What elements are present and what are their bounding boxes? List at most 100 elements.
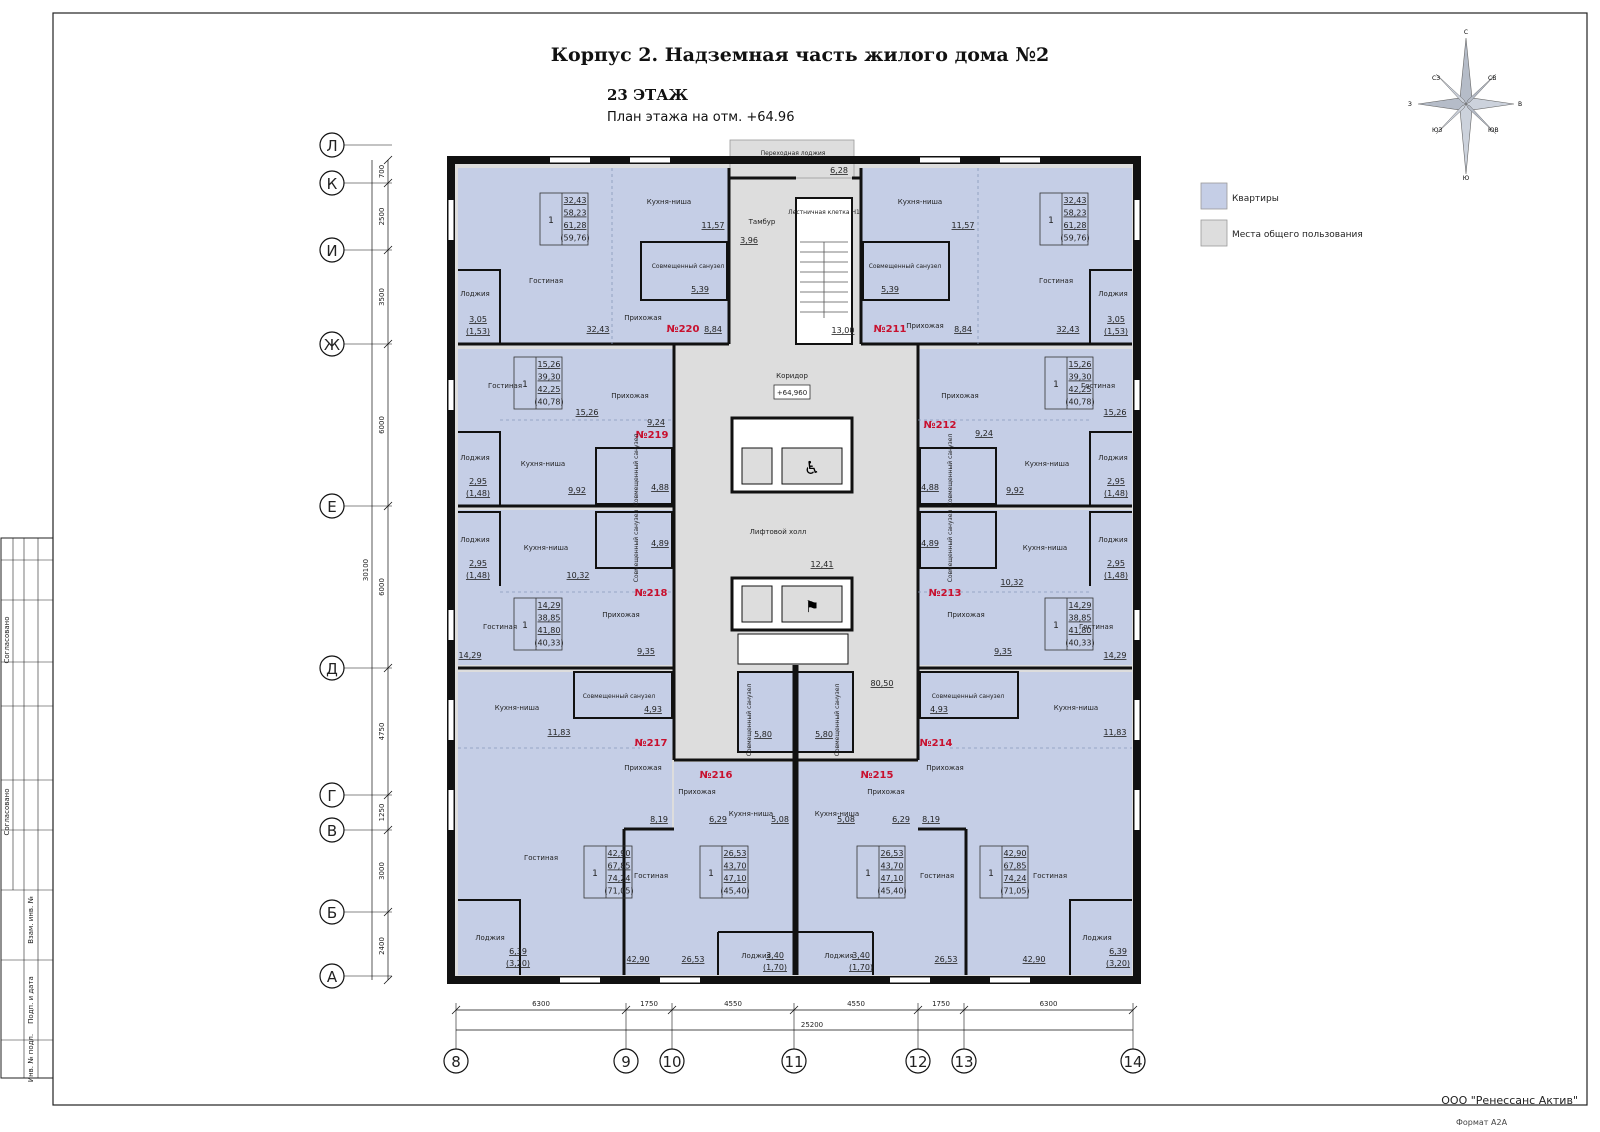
area-value: (40,33) [534, 639, 563, 648]
area-value: (40,78) [534, 398, 563, 407]
compass-ne: СВ [1488, 75, 1496, 82]
lift-hall-area: 12,41 [811, 560, 834, 569]
area-value: 38,85 [1069, 614, 1092, 623]
accessible-lift [781, 447, 843, 485]
bathroom-label: Совмещенный санузел [947, 510, 954, 583]
dimension-value: 700 [378, 165, 386, 178]
loggia-area: 2,95 [469, 477, 487, 486]
dimension-value: 1250 [378, 804, 386, 822]
company-name: ООО "Ренессанс Актив" [1441, 1094, 1578, 1107]
room-labels: №220Гостиная32,43Кухня-ниша11,57Совмещен… [459, 150, 1130, 972]
hall-area: 8,19 [650, 815, 668, 824]
area-table [856, 845, 906, 899]
kitchen-area: 5,08 [837, 815, 855, 824]
room-count: 1 [988, 869, 994, 879]
area-value: 26,53 [724, 849, 747, 858]
area-value: 42,90 [608, 849, 631, 858]
living-room-area: 42,90 [1023, 955, 1046, 964]
kitchen-label: Кухня-ниша [1025, 460, 1069, 468]
area-table [979, 845, 1029, 899]
area-value: 14,29 [538, 601, 561, 610]
bathroom-area: 4,88 [921, 483, 939, 492]
loggia-label: Лоджия [824, 952, 853, 960]
area-table [1044, 597, 1094, 651]
loggia-reduced-area: (1,48) [1104, 571, 1128, 580]
apartment-number: №212 [924, 420, 957, 431]
kitchen-label: Кухня-ниша [1023, 544, 1067, 552]
area-value: 74,24 [608, 874, 631, 883]
area-table [1039, 192, 1089, 246]
apartment-number: №218 [635, 588, 668, 599]
bathroom-label: Совмещенный санузел [932, 693, 1005, 700]
area-value: 39,30 [538, 373, 561, 382]
area-value: (40,78) [1065, 398, 1094, 407]
area-value: 42,25 [1069, 385, 1092, 394]
sheet-format: Формат А2А [1456, 1118, 1508, 1127]
kitchen-area: 9,92 [1006, 486, 1024, 495]
area-table [513, 356, 563, 410]
legend-label-apartment: Квартиры [1232, 194, 1279, 204]
kitchen-label: Кухня-ниша [898, 198, 942, 206]
living-room-label: Гостиная [483, 623, 517, 631]
apartment-number: №215 [861, 770, 894, 781]
dimension-value: 6000 [378, 578, 386, 596]
shaft-block [737, 633, 849, 665]
wheelchair-icon: ♿ [804, 458, 820, 479]
loggia-label: Лоджия [475, 934, 504, 942]
living-room-label: Гостиная [1081, 382, 1115, 390]
kitchen-label: Кухня-ниша [729, 810, 773, 818]
living-room-area: 26,53 [682, 955, 705, 964]
apartment-220-area [458, 168, 729, 344]
corridor-area: 80,50 [871, 679, 894, 688]
bathroom-label: Совмещенный санузел [947, 434, 954, 507]
bathroom-220-wall [640, 241, 728, 301]
hall-area: 8,84 [954, 325, 972, 334]
loggia-label: Лоджия [1082, 934, 1111, 942]
room-count: 1 [1053, 621, 1059, 631]
hall-area: 9,35 [994, 647, 1012, 656]
room-count: 1 [1053, 380, 1059, 390]
kitchen-area: 11,83 [1104, 728, 1127, 737]
bathroom-area: 5,39 [881, 285, 899, 294]
area-value: 32,43 [564, 196, 587, 205]
bathroom-area: 4,89 [921, 539, 939, 548]
area-value: 58,23 [564, 209, 587, 218]
living-room-label: Гостиная [634, 872, 668, 880]
living-room-area: 15,26 [576, 408, 599, 417]
living-room-label: Гостиная [1033, 872, 1067, 880]
area-value: 15,26 [1069, 360, 1092, 369]
area-value: 67,85 [1004, 862, 1027, 871]
corridor-elevation: +64,960 [777, 389, 807, 397]
apartment-219-area [458, 349, 674, 506]
loggia-reduced-area: (1,48) [1104, 489, 1128, 498]
apartment-number: №219 [636, 430, 669, 441]
lift-upper-left [741, 447, 773, 485]
area-value: 14,29 [1069, 601, 1092, 610]
area-value: (59,76) [560, 234, 589, 243]
bathroom-label: Совмещенный санузел [633, 510, 640, 583]
apartment-218-area [458, 510, 674, 665]
dimension-value: 3000 [378, 862, 386, 880]
area-value: (71,05) [604, 887, 633, 896]
firefighter-lift [781, 585, 843, 623]
loggia-reduced-area: (1,48) [466, 489, 490, 498]
bathroom-214-wall [919, 671, 1019, 719]
room-count: 1 [592, 869, 598, 879]
living-room-area: 32,43 [1057, 325, 1080, 334]
vestibule-label: Тамбур [748, 218, 776, 226]
dimension-value: 4550 [724, 1000, 742, 1008]
living-room-area: 26,53 [935, 955, 958, 964]
vestibule-area: 3,96 [740, 236, 758, 245]
bathroom-label: Совмещенный санузел [834, 684, 841, 757]
apartment-216-area [624, 762, 794, 975]
area-value: 67,85 [608, 862, 631, 871]
bathroom-label: Совмещенный санузел [746, 684, 753, 757]
axis-number: 14 [1123, 1053, 1142, 1071]
kitchen-area: 10,32 [567, 571, 590, 580]
area-value: 58,23 [1064, 209, 1087, 218]
hall-label: Прихожая [624, 314, 662, 322]
bathroom-219-wall [595, 447, 673, 505]
apartment-211-area [861, 168, 1132, 344]
